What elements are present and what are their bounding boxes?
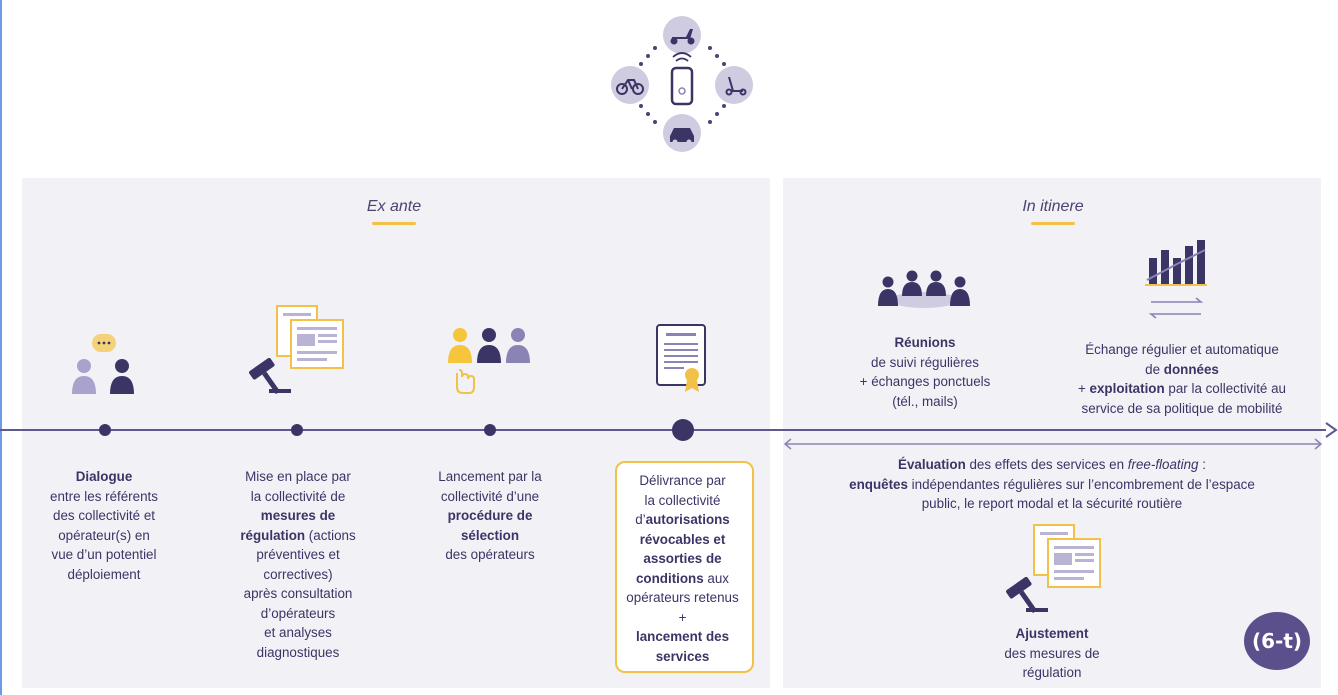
data-chart-exchange-icon (1145, 240, 1207, 319)
timeline-arrowhead-icon (1325, 422, 1338, 438)
data-exchange-text: Échange régulier et automatique de donné… (1077, 342, 1286, 416)
section-underline-ex-ante (372, 222, 416, 225)
selection-procedure-icon (448, 328, 530, 394)
brand-logo: (6-t) (1244, 612, 1310, 670)
section-title-ex-ante: Ex ante (366, 198, 422, 215)
timeline-dot-authorization (672, 419, 694, 441)
evaluation-text: Évaluation des effets des services en fr… (849, 457, 1255, 511)
mobility-services-icon (611, 16, 753, 152)
step-authorization-text: Délivrance par la collectivité d’autoris… (626, 473, 739, 664)
step-regulation-text: Mise en place par la collectivité de mes… (240, 469, 356, 660)
timeline-dot-selection (484, 424, 496, 436)
dialogue-icon (72, 334, 134, 394)
adjustment-gavel-documents-icon (1006, 524, 1101, 614)
duration-double-arrow-icon (783, 438, 1323, 450)
timeline (0, 429, 1326, 431)
certificate-icon (656, 324, 706, 392)
in-itinere-panel (783, 178, 1321, 688)
meetings-text: Réunions de suivi régulières + échanges … (859, 335, 991, 409)
regulation-gavel-documents-icon (249, 305, 344, 395)
timeline-dot-dialogue (99, 424, 111, 436)
step-dialogue-text: Dialogue entre les référents des collect… (50, 469, 158, 582)
step-selection-text: Lancement par la collectivité d’une proc… (438, 469, 542, 562)
left-border (0, 0, 2, 695)
timeline-dot-regulation (291, 424, 303, 436)
authorization-highlight-box (615, 461, 754, 673)
section-title-in-itinere: In itinere (1022, 198, 1084, 215)
adjustment-text: Ajustement des mesures de régulation (1004, 626, 1100, 680)
section-underline-in-itinere (1031, 222, 1075, 225)
meeting-icon (878, 270, 970, 308)
